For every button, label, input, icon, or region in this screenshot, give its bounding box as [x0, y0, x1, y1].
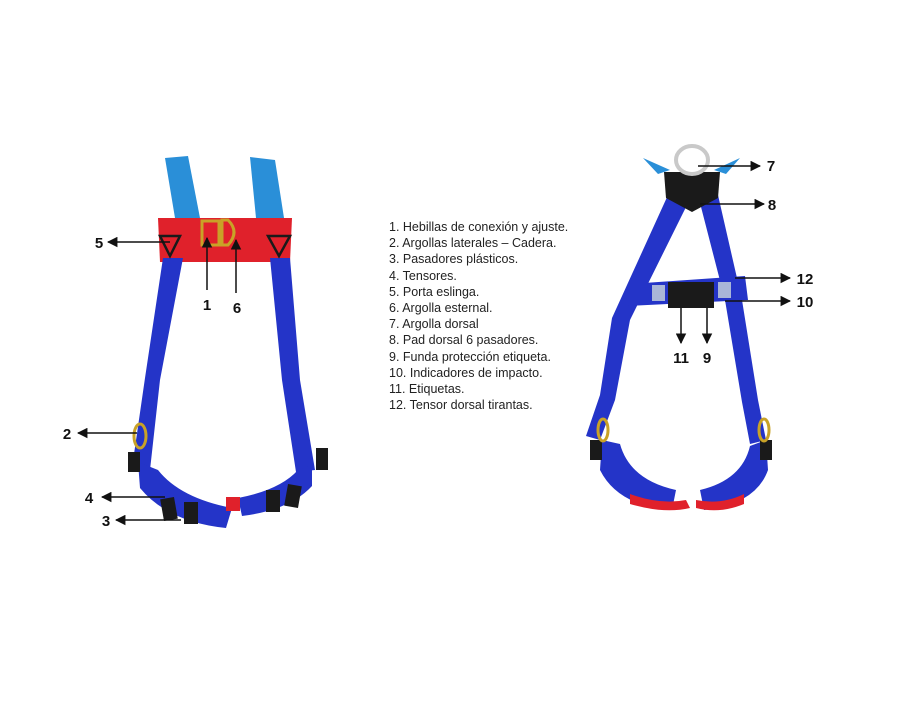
legend-item-7: 7. Argolla dorsal [389, 317, 479, 332]
front-keeper-3 [266, 490, 280, 512]
back-side-ring-left [596, 417, 610, 443]
back-shoulder-strap-right [700, 195, 766, 444]
back-dorsal-pad [664, 172, 720, 212]
callout-4: 4 [85, 490, 94, 507]
front-crotch-pad [226, 497, 240, 511]
callout-3: 3 [102, 513, 110, 530]
callout-arrows [76, 160, 792, 526]
front-lanyard-holder-right [265, 234, 293, 259]
back-seat-red-right [696, 494, 744, 511]
callout-9: 9 [703, 350, 711, 367]
front-keeper-2 [184, 502, 198, 524]
back-side-buckle-left [590, 440, 602, 460]
back-seat-right [700, 440, 768, 510]
front-harness [128, 156, 328, 528]
legend-item-6: 6. Argolla esternal. [389, 301, 493, 316]
callout-8: 8 [768, 197, 776, 214]
back-impact-indicator-left [652, 285, 665, 301]
front-side-buckle-left [128, 452, 140, 472]
front-shoulder-strap-left [165, 156, 200, 218]
back-seat-red [630, 494, 690, 511]
back-shoulder-strap-left [586, 195, 688, 440]
legend-item-12: 12. Tensor dorsal tirantas. [389, 398, 533, 413]
callout-2: 2 [63, 426, 71, 443]
callout-12: 12 [797, 271, 814, 288]
front-lanyard-holder-left [157, 234, 183, 259]
front-sternal-d-ring [220, 218, 236, 247]
legend-item-8: 8. Pad dorsal 6 pasadores. [389, 333, 539, 348]
legend-item-11: 11. Etiquetas. [389, 382, 465, 397]
back-pad-wing-left [643, 158, 670, 174]
front-body-strap-right [270, 258, 315, 472]
callout-5: 5 [95, 235, 103, 252]
legend-item-3: 3. Pasadores plásticos. [389, 252, 519, 267]
back-dorsal-ring [674, 144, 710, 176]
front-shoulder-strap-right [250, 157, 284, 218]
parts-legend: 1. Hebillas de conexión y ajuste. 2. Arg… [389, 219, 579, 413]
legend-item-2: 2. Argollas laterales – Cadera. [389, 236, 557, 251]
callout-1: 1 [203, 297, 211, 314]
back-impact-indicator-right [718, 282, 731, 298]
front-chest-strap [158, 218, 292, 262]
callout-11: 11 [673, 350, 689, 367]
callout-7: 7 [767, 158, 775, 175]
legend-item-5: 5. Porta eslinga. [389, 284, 480, 299]
front-body-strap-left [132, 258, 183, 470]
legend-item-10: 10. Indicadores de impacto. [389, 365, 543, 380]
legend-item-4: 4. Tensores. [389, 268, 457, 283]
front-leg-loop-left [138, 462, 232, 528]
back-harness [586, 144, 772, 511]
front-keeper-1 [160, 496, 178, 522]
callout-numbers: 1 6 5 2 4 3 7 8 12 10 11 9 [63, 158, 814, 530]
back-seat-left [600, 440, 676, 510]
legend-item-1: 1. Hebillas de conexión y ajuste. [389, 220, 569, 234]
callout-10: 10 [797, 294, 814, 311]
front-side-ring-left [132, 422, 148, 450]
front-side-buckle-right [316, 448, 328, 470]
callout-6: 6 [233, 300, 241, 317]
legend-item-9: 9. Funda protección etiqueta. [389, 349, 551, 364]
back-side-ring-right [757, 417, 771, 443]
back-side-buckle-right [760, 440, 772, 460]
back-label-cover [668, 282, 714, 308]
front-keeper-4 [284, 483, 302, 509]
